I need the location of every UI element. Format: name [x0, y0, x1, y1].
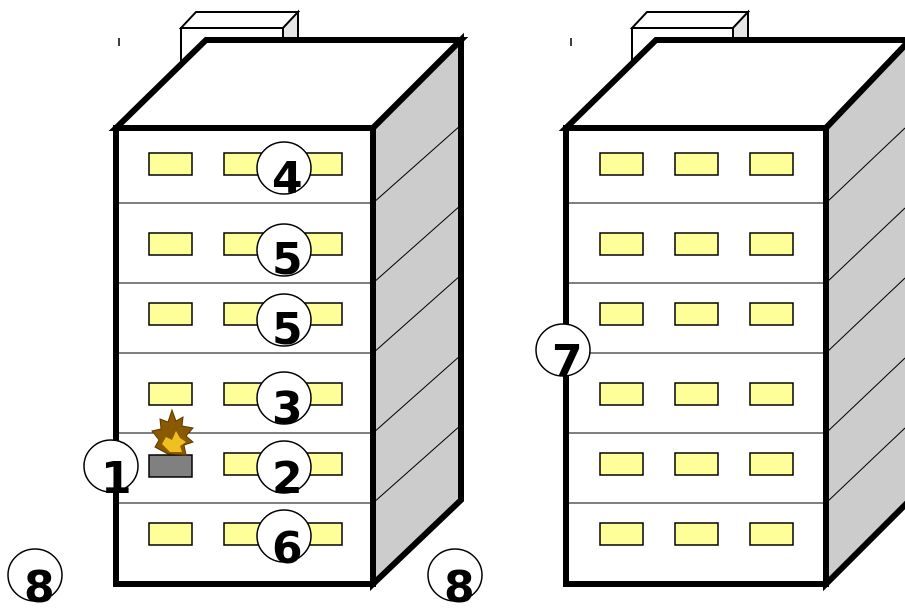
window: [749, 382, 794, 406]
marker-circle: [256, 440, 312, 494]
window: [599, 382, 644, 406]
marker-7: 7: [552, 336, 583, 387]
windows-left: [148, 152, 343, 546]
marker-circle: [7, 548, 63, 602]
marker-circle: [256, 223, 312, 277]
gray-box-icon: [148, 454, 193, 478]
facade-left: [113, 125, 376, 587]
window: [599, 152, 644, 176]
window: [674, 522, 719, 546]
window: [749, 152, 794, 176]
marker-circle: [256, 371, 312, 425]
window: [749, 232, 794, 256]
window: [674, 302, 719, 326]
window: [599, 452, 644, 476]
marker-circle: [427, 548, 483, 602]
window: [599, 522, 644, 546]
window: [148, 382, 193, 406]
windows-right: [599, 152, 794, 546]
left-building: [108, 9, 469, 592]
window: [148, 232, 193, 256]
marker-5-top: 5: [272, 234, 303, 285]
window: [148, 152, 193, 176]
marker-6: 6: [272, 523, 303, 574]
window: [674, 152, 719, 176]
marker-circle: [256, 509, 312, 563]
window: [749, 302, 794, 326]
facade-right: [563, 125, 829, 587]
marker-8-left: 8: [24, 562, 55, 613]
window: [148, 522, 193, 546]
marker-circle: [256, 141, 312, 195]
window: [599, 232, 644, 256]
marker-circle: [535, 323, 591, 377]
window: [148, 302, 193, 326]
marker-4: 4: [272, 153, 303, 204]
window: [749, 452, 794, 476]
window: [674, 232, 719, 256]
marker-circle: [83, 439, 139, 493]
marker-circle: [256, 293, 312, 347]
window: [599, 302, 644, 326]
marker-8-right: 8: [444, 562, 475, 613]
right-building: [558, 9, 905, 592]
window: [674, 382, 719, 406]
marker-3: 3: [272, 383, 303, 434]
marker-circles: [7, 141, 591, 602]
window: [749, 522, 794, 546]
marker-2: 2: [272, 453, 303, 504]
marker-1: 1: [101, 453, 132, 504]
window: [674, 452, 719, 476]
marker-5-mid: 5: [272, 304, 303, 355]
